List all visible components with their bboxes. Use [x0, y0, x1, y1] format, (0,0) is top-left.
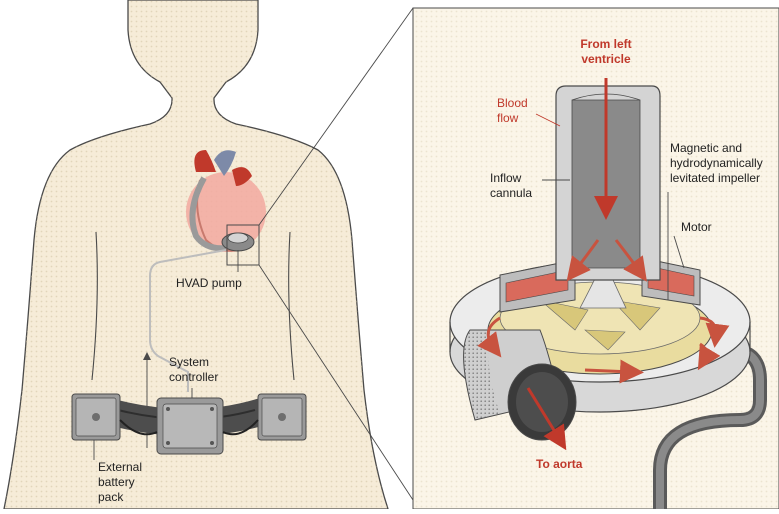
label-system-controller: System controller: [169, 355, 218, 385]
label-external-battery-pack: External battery pack: [98, 460, 142, 505]
label-hvad-pump: HVAD pump: [176, 276, 242, 291]
label-from-left-ventricle: From left ventricle: [568, 37, 644, 67]
inflow-cannula: [556, 86, 660, 280]
battery-left: [72, 394, 120, 440]
label-blood-flow: Blood flow: [497, 96, 528, 126]
label-impeller: Magnetic and hydrodynamically levitated …: [670, 141, 763, 186]
label-to-aorta: To aorta: [536, 457, 582, 472]
label-inflow-cannula: Inflow cannula: [490, 171, 532, 201]
label-motor: Motor: [681, 220, 712, 235]
battery-right: [258, 394, 306, 440]
